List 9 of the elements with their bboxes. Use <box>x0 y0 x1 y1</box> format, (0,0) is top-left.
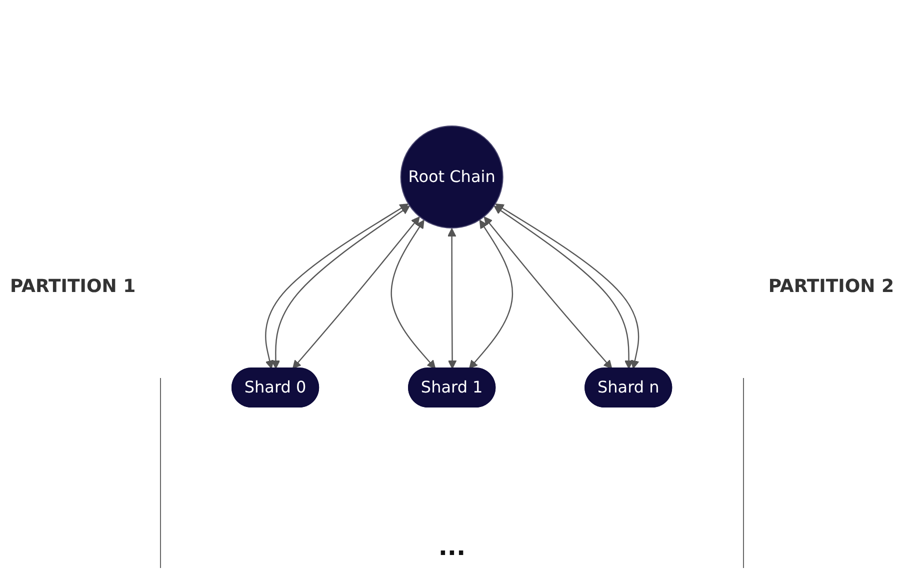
arrow <box>484 216 612 369</box>
arrow <box>390 220 436 369</box>
arrow <box>448 228 457 369</box>
node-circle: Root Chain <box>400 125 504 229</box>
arrow <box>469 220 514 369</box>
arrow <box>292 216 420 369</box>
partition-label: PARTITION 2 <box>768 276 894 297</box>
partition-label: PARTITION 1 <box>10 276 136 297</box>
ellipsis: ... <box>438 533 466 561</box>
